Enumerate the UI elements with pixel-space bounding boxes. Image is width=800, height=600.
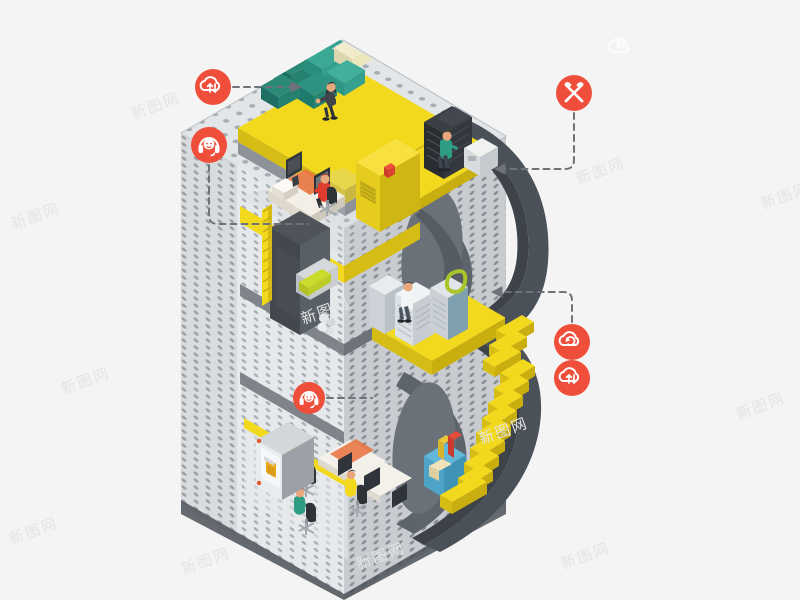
- headset-support-icon: [299, 391, 319, 409]
- arrow-right-mid: [493, 163, 506, 175]
- person-cabinet-engineer: [397, 281, 419, 323]
- connector-support-upper-left: [208, 164, 309, 225]
- person-server-technician: [436, 130, 458, 172]
- callout-cloud-refresh-right[interactable]: [554, 324, 590, 360]
- cable-bundle: [317, 313, 336, 335]
- block-front-bevel: [337, 229, 351, 600]
- person-workstation-operator: [314, 173, 337, 216]
- headset-support-icon: [198, 136, 220, 157]
- callout-cloud-sync-top-left[interactable]: [195, 69, 231, 105]
- office-shelving: [424, 431, 466, 498]
- wrench-screwdriver-icon: [564, 82, 584, 103]
- callout-support-lower-left[interactable]: [293, 382, 325, 414]
- cloud-upload-download-icon: [199, 76, 221, 94]
- ethernet-panel[interactable]: [256, 422, 314, 500]
- workstation-floor-plate-right: [344, 222, 420, 283]
- person-office-worker-3: [294, 487, 316, 535]
- emergency-button[interactable]: [384, 163, 395, 178]
- cloud-refresh-icon: [558, 331, 580, 346]
- office-monitors: [338, 452, 407, 508]
- connector-cloud-right: [499, 291, 573, 323]
- person-roof-presenter: [315, 81, 338, 121]
- callout-connectors: [208, 86, 575, 399]
- arrow-right-cloud: [490, 286, 503, 298]
- arrow-top-left: [290, 81, 303, 93]
- machine-vent-grill: [360, 180, 376, 204]
- cloud-upload-download-icon: [558, 367, 580, 385]
- callout-support-upper-left[interactable]: [191, 127, 227, 163]
- machine-status-display: [296, 258, 338, 300]
- callout-tools-top-right[interactable]: [556, 75, 592, 111]
- connector-tools-top-right: [502, 112, 575, 170]
- yellow-machine-unit[interactable]: [356, 139, 420, 232]
- floor-cabinet-platform: [369, 269, 505, 375]
- yellow-ladder[interactable]: [262, 204, 272, 306]
- decor-floating-cloud: [607, 36, 630, 54]
- white-server-cabinets: [369, 269, 468, 346]
- callout-cloud-transfer-right[interactable]: [554, 360, 590, 396]
- equipment-cart: [464, 138, 498, 176]
- person-office-worker-2: [345, 469, 367, 517]
- floor-machine-room: [262, 204, 338, 335]
- yellow-stair[interactable]: [440, 315, 535, 514]
- rj45-connector: [264, 456, 276, 478]
